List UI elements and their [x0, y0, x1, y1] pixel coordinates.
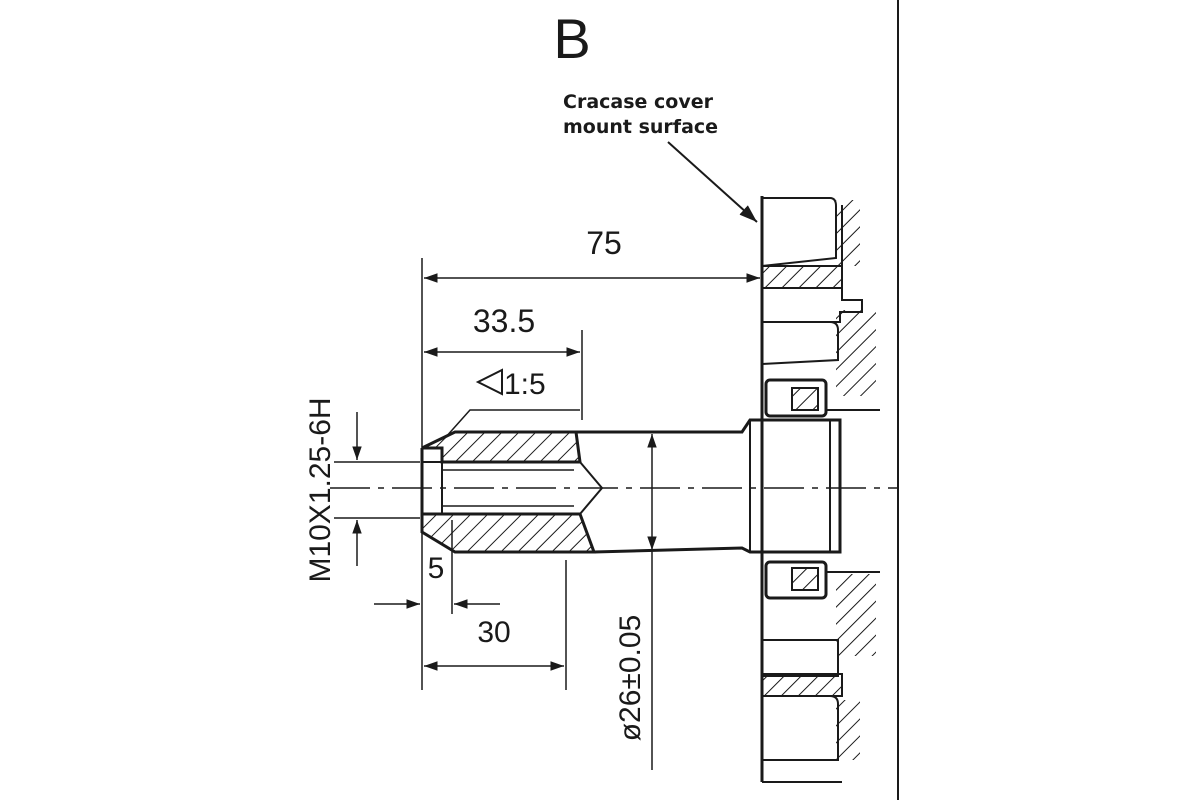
seal-lower-inner: [791, 567, 819, 591]
cover-step-lower: [762, 639, 839, 677]
cover-step-upper: [762, 287, 863, 323]
cover-step-lower-2: [762, 695, 839, 761]
seal-lower: [764, 560, 828, 600]
cover-hatch-bot-1: [761, 673, 843, 697]
cover-hatch-top-2: [836, 200, 860, 266]
dim-75-text: 75: [586, 225, 622, 261]
dim-33-5-text: 33.5: [473, 303, 535, 339]
cover-hatch-bot-2: [836, 574, 876, 656]
note-line-2: mount surface: [563, 116, 718, 138]
dim-5-text: 5: [428, 552, 445, 585]
dim-30-text: 30: [477, 616, 510, 649]
dimension-lines: [334, 258, 760, 770]
seal-upper: [764, 378, 828, 418]
mount-surface-outline: [761, 197, 837, 268]
taper-leader: [444, 409, 580, 439]
taper-ratio-text: 1:5: [504, 368, 546, 401]
note-leader-line: [667, 141, 758, 223]
shaft-diameter-text: ø26±0.05: [614, 615, 647, 742]
shaft-body: [576, 418, 842, 554]
taper-symbol-icon: [475, 368, 503, 396]
crankcase-cover: [760, 196, 880, 783]
view-label: B: [553, 7, 590, 70]
taper-section-lower: [420, 512, 597, 554]
cover-hatch-top-3: [836, 310, 876, 396]
thread-spec-text: M10X1.25-6H: [304, 397, 337, 582]
taper-symbol: 1:5: [475, 368, 546, 401]
cover-step-upper-2: [761, 321, 839, 365]
cover-hatch-top-1: [761, 265, 843, 289]
shaft: [330, 418, 898, 554]
cover-hatch-bot-3: [836, 700, 860, 760]
note-line-1: Cracase cover: [563, 91, 714, 113]
seal-upper-inner: [791, 387, 819, 411]
